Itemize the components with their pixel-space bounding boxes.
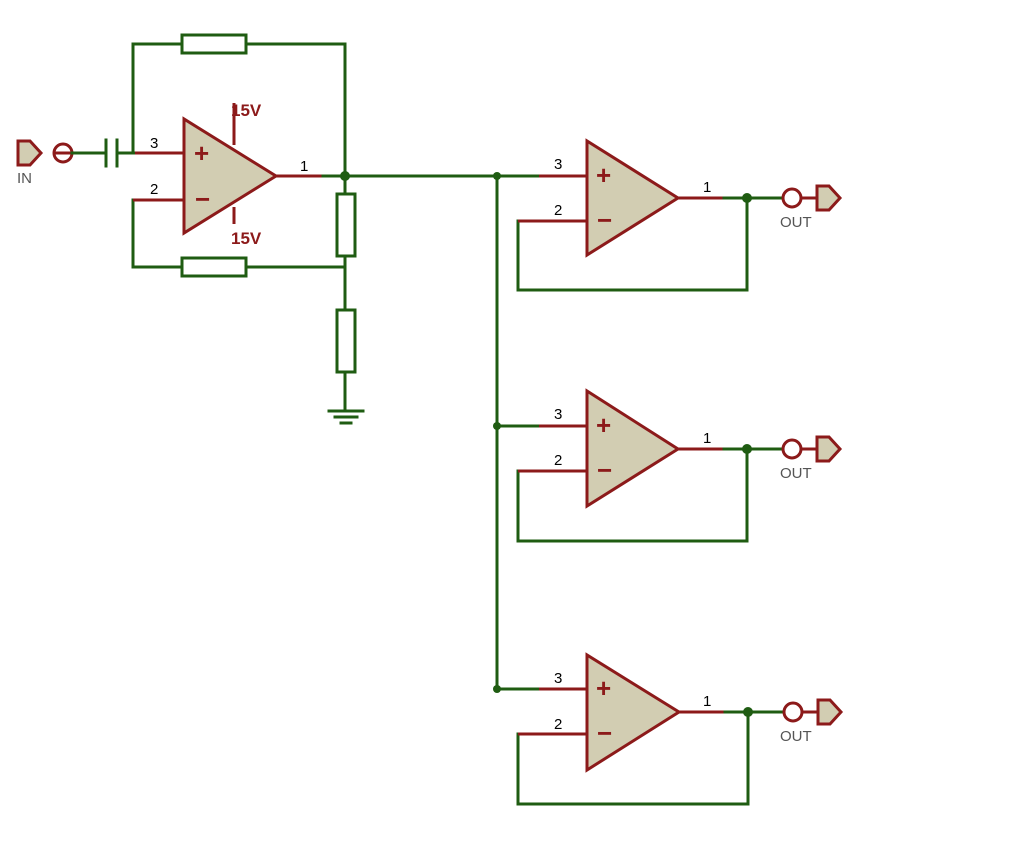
buffer-3-pin-minus: 2 — [554, 716, 562, 733]
junction-dot — [493, 172, 501, 180]
output-terminal-2 — [781, 435, 843, 463]
buffer-2-pin-plus: 3 — [554, 406, 562, 423]
buffer-2-pin-out: 1 — [703, 430, 711, 447]
supply-label-bottom: 15V — [231, 229, 262, 248]
buffer-1-pin-minus: 2 — [554, 202, 562, 219]
output-label-3: OUT — [780, 728, 812, 745]
input-opamp: + − — [133, 103, 323, 236]
junction-dot — [742, 444, 752, 454]
junction-dot — [493, 422, 501, 430]
output-label-2: OUT — [780, 465, 812, 482]
divider-resistor-lower — [335, 308, 357, 413]
input-opamp-plus-sign: + — [194, 138, 209, 168]
buffer-1-pin-out: 1 — [703, 179, 711, 196]
input-opamp-minus-sign: − — [195, 184, 210, 214]
junction-dot — [743, 707, 753, 717]
output-terminal-3 — [782, 698, 844, 726]
top-feedback-resistor — [131, 33, 347, 178]
divider-resistor-upper — [335, 174, 357, 312]
input-opamp-pin-minus: 2 — [150, 181, 158, 198]
input-opamp-pin-plus: 3 — [150, 135, 158, 152]
buffer-opamp-1: + − — [516, 138, 784, 292]
output-label-1: OUT — [780, 214, 812, 231]
supply-label-top: 15V — [231, 101, 262, 120]
junction-dot — [742, 193, 752, 203]
buffer-2-minus-sign: − — [597, 455, 612, 485]
buffer-3-plus-sign: + — [596, 673, 611, 703]
input-label: IN — [17, 170, 32, 187]
junction-dot — [340, 171, 350, 181]
buffer-2-plus-sign: + — [596, 410, 611, 440]
buffer-opamp-3: + − — [516, 652, 785, 806]
buffer-2-pin-minus: 2 — [554, 452, 562, 469]
buffer-3-minus-sign: − — [597, 718, 612, 748]
buffer-1-plus-sign: + — [596, 160, 611, 190]
buffer-1-pin-plus: 3 — [554, 156, 562, 173]
input-terminal — [16, 139, 74, 167]
ground-symbol — [327, 409, 365, 425]
output-terminal-1 — [781, 184, 843, 212]
buffer-3-pin-plus: 3 — [554, 670, 562, 687]
buffer-3-pin-out: 1 — [703, 693, 711, 710]
buffer-opamp-2: + − — [516, 388, 784, 543]
bottom-feedback-resistor — [131, 198, 347, 278]
input-opamp-pin-out: 1 — [300, 158, 308, 175]
buffer-1-minus-sign: − — [597, 205, 612, 235]
junction-dot — [493, 685, 501, 693]
distribution-bus — [343, 174, 541, 691]
input-capacitor — [70, 138, 137, 168]
